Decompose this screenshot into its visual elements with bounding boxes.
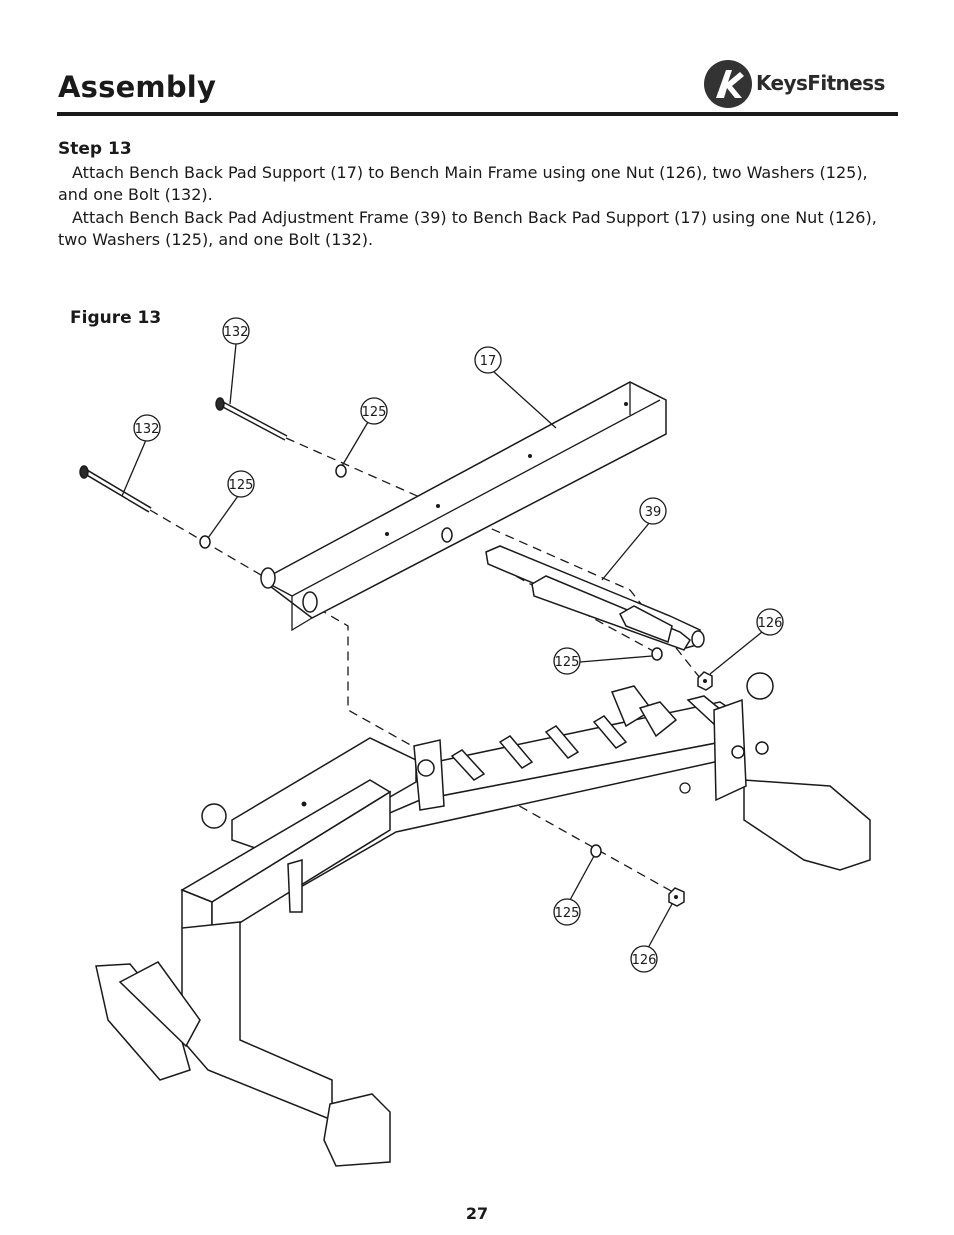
alignment-line-lower xyxy=(149,509,681,897)
bolt-lower-part xyxy=(79,465,152,513)
callout-132-upper: 132 xyxy=(222,317,250,345)
svg-text:125: 125 xyxy=(555,906,580,921)
adjustment-frame-part xyxy=(485,545,705,651)
callout-17: 17 xyxy=(474,346,502,374)
svg-text:17: 17 xyxy=(480,354,497,369)
bench-main-frame-part xyxy=(95,672,871,1167)
washer-lower-left-part xyxy=(199,535,211,549)
svg-text:132: 132 xyxy=(224,325,249,340)
assembly-diagram: 132 17 125 132 125 39 126 125 125 126 xyxy=(79,317,871,1167)
step-paragraph-2: Attach Bench Back Pad Adjustment Frame (… xyxy=(58,207,877,250)
callout-125-bottom: 125 xyxy=(553,898,581,926)
callout-125-middle: 125 xyxy=(553,647,581,675)
header-divider xyxy=(57,112,898,116)
step-title: Step 13 xyxy=(58,139,132,159)
svg-text:132: 132 xyxy=(135,422,160,437)
callout-126-upper: 126 xyxy=(756,608,784,636)
brand-name: KeysFitness xyxy=(756,71,885,95)
alignment-line-upper xyxy=(285,437,701,679)
figure-label: Figure 13 xyxy=(70,308,162,328)
washer-upper-part xyxy=(335,464,347,478)
callout-132-lower: 132 xyxy=(133,414,161,442)
bolt-upper-part xyxy=(215,397,288,441)
svg-text:125: 125 xyxy=(362,405,387,420)
nut-bottom-part xyxy=(668,887,685,907)
step-paragraph-1: Attach Bench Back Pad Support (17) to Be… xyxy=(58,162,868,205)
callout-39: 39 xyxy=(639,497,667,525)
callout-125-upper: 125 xyxy=(360,397,388,425)
svg-text:125: 125 xyxy=(555,655,580,670)
page-title: Assembly xyxy=(58,70,217,104)
keys-fitness-logo-icon xyxy=(704,60,752,108)
svg-text:39: 39 xyxy=(645,505,662,520)
svg-text:126: 126 xyxy=(758,616,783,631)
washer-middle-part xyxy=(651,647,663,661)
brand-logo: KeysFitness xyxy=(702,58,898,110)
svg-text:126: 126 xyxy=(632,953,657,968)
step-instructions: Step 13 Attach Bench Back Pad Support (1… xyxy=(58,138,894,252)
callout-126-bottom: 126 xyxy=(630,945,658,973)
washer-bottom-part xyxy=(590,844,602,858)
page-number: 27 xyxy=(465,1204,489,1223)
callout-125-lower-left: 125 xyxy=(227,470,255,498)
back-pad-support-part xyxy=(260,381,667,632)
svg-text:125: 125 xyxy=(229,478,254,493)
nut-upper-part xyxy=(697,671,713,691)
